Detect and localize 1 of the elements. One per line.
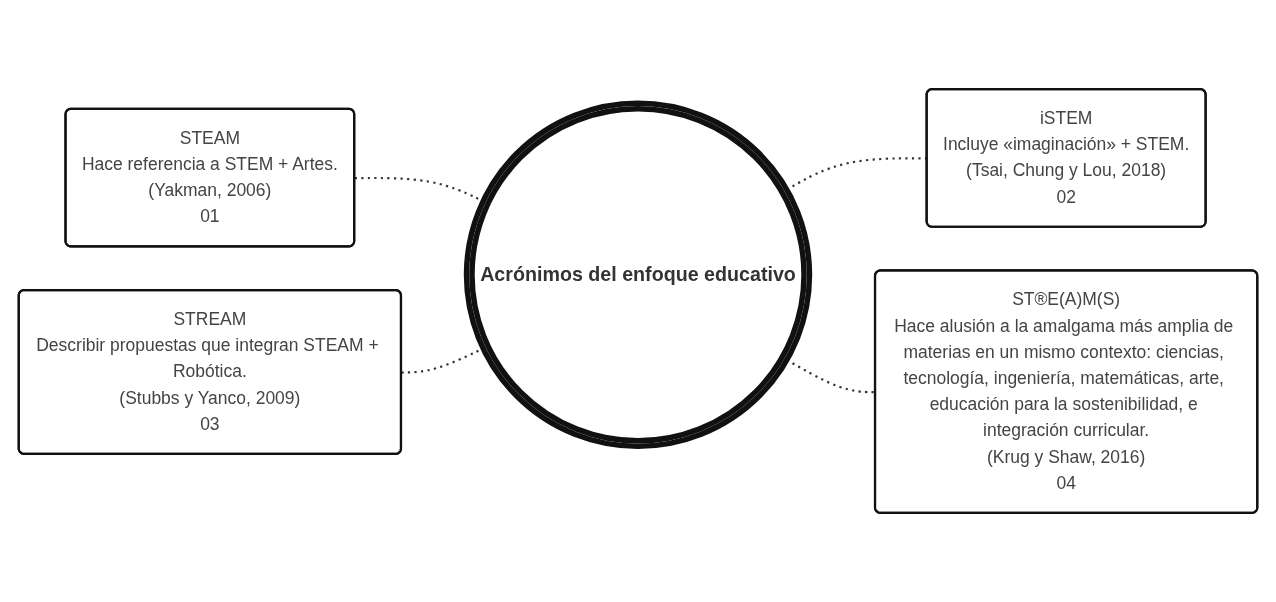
node-circle: Acrónimos del enfoque educativo (463, 100, 813, 449)
